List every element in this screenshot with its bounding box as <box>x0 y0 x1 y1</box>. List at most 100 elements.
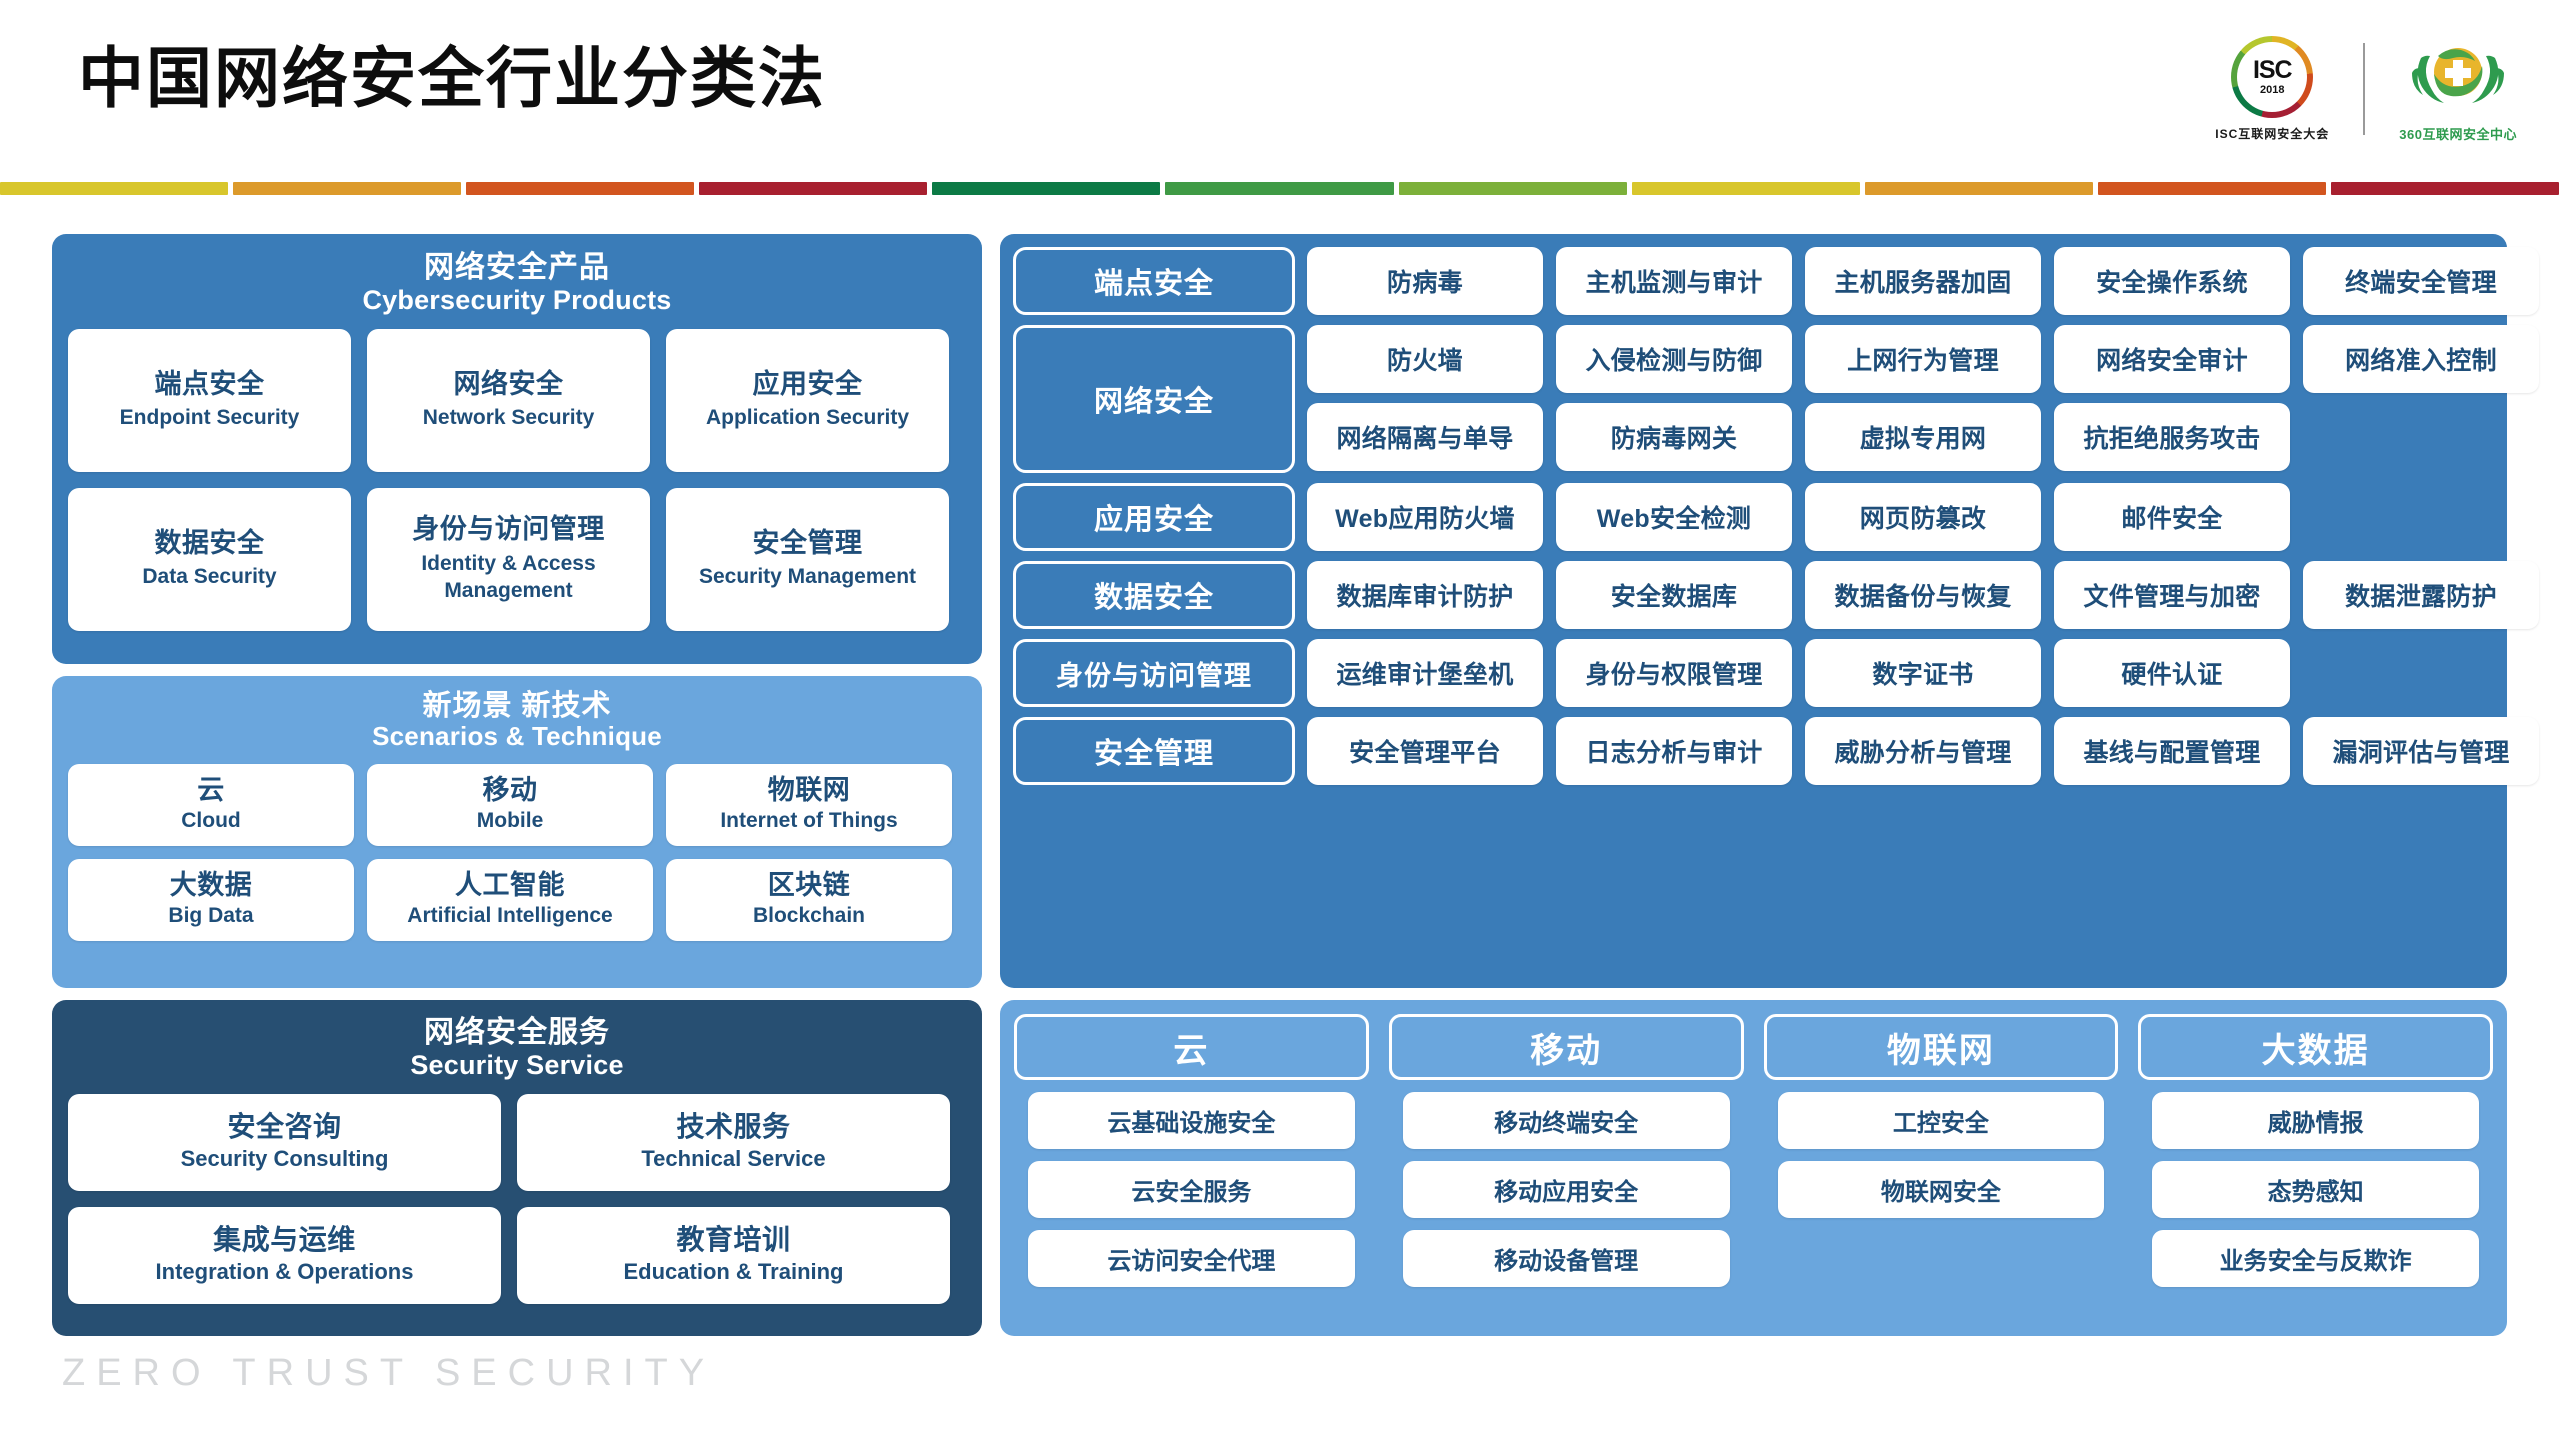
scenario-column-item[interactable]: 态势感知 <box>2152 1161 2479 1218</box>
matrix-item[interactable]: Web应用防火墙 <box>1307 483 1543 551</box>
isc-year: 2018 <box>2260 84 2285 96</box>
matrix-category-label[interactable]: 网络安全 <box>1013 325 1295 473</box>
scenario-column-item[interactable]: 移动设备管理 <box>1402 1230 1730 1287</box>
matrix-row: 数据安全数据库审计防护安全数据库数据备份与恢复文件管理与加密数据泄露防护 <box>1013 561 2539 629</box>
scenario-column-item[interactable]: 移动终端安全 <box>1402 1092 1730 1149</box>
product-matrix-grid: 端点安全防病毒主机监测与审计主机服务器加固安全操作系统终端安全管理网络安全防火墙… <box>1013 247 2539 975</box>
matrix-item[interactable]: 虚拟专用网 <box>1805 403 2041 471</box>
matrix-category-label[interactable]: 身份与访问管理 <box>1013 639 1295 707</box>
matrix-item[interactable]: 硬件认证 <box>2054 639 2290 707</box>
scenario-column-item[interactable]: 云安全服务 <box>1028 1161 1355 1218</box>
panel-title-cn: 网络安全产品 <box>424 251 610 284</box>
scenario-column-header[interactable]: 移动 <box>1388 1014 1744 1080</box>
card-label-en: Education & Training <box>623 1258 844 1284</box>
color-segment-5 <box>932 182 1161 195</box>
matrix-category-label[interactable]: 端点安全 <box>1013 247 1295 315</box>
scenario-column-item[interactable]: 业务安全与反欺诈 <box>2152 1230 2479 1287</box>
scenario-column-header[interactable]: 大数据 <box>2138 1014 2493 1080</box>
matrix-item[interactable]: 基线与配置管理 <box>2054 717 2290 785</box>
scenario-column-header[interactable]: 云 <box>1014 1014 1369 1080</box>
matrix-item[interactable]: 漏洞评估与管理 <box>2303 717 2539 785</box>
matrix-item[interactable]: 数字证书 <box>1805 639 2041 707</box>
color-segment-2 <box>233 182 462 195</box>
panel-title-products: 网络安全产品 Cybersecurity Products <box>52 234 982 315</box>
panel-scenario-columns: 云云基础设施安全云安全服务云访问安全代理移动移动终端安全移动应用安全移动设备管理… <box>1000 1000 2507 1336</box>
matrix-item[interactable]: 数据库审计防护 <box>1307 561 1543 629</box>
matrix-item[interactable]: 主机服务器加固 <box>1805 247 2041 315</box>
color-segment-8 <box>1631 182 1860 195</box>
scenario-column-item[interactable]: 云基础设施安全 <box>1028 1092 1355 1149</box>
scenario-column-item[interactable]: 威胁情报 <box>2152 1092 2479 1149</box>
panel-title-scenarios: 新场景 新技术 Scenarios & Technique <box>52 676 982 752</box>
scenario-column-item[interactable]: 物联网安全 <box>1777 1161 2105 1218</box>
scenario-column: 移动移动终端安全移动应用安全移动设备管理 <box>1388 1014 1744 1322</box>
matrix-item[interactable]: 威胁分析与管理 <box>1805 717 2041 785</box>
matrix-item[interactable]: 网络隔离与单导 <box>1307 403 1543 471</box>
matrix-item[interactable]: 防病毒网关 <box>1556 403 1792 471</box>
matrix-item[interactable]: 运维审计堡垒机 <box>1307 639 1543 707</box>
card-label-en: Artificial Intelligence <box>407 904 613 928</box>
matrix-item[interactable]: 身份与权限管理 <box>1556 639 1792 707</box>
scenario-column-item[interactable]: 云访问安全代理 <box>1028 1230 1355 1287</box>
matrix-item[interactable]: 上网行为管理 <box>1805 325 2041 393</box>
card-label-en: Big Data <box>168 904 254 928</box>
matrix-item[interactable]: 入侵检测与防御 <box>1556 325 1792 393</box>
matrix-item[interactable]: Web安全检测 <box>1556 483 1792 551</box>
matrix-item[interactable]: 邮件安全 <box>2054 483 2290 551</box>
matrix-item[interactable]: 数据泄露防护 <box>2303 561 2539 629</box>
matrix-item[interactable]: 日志分析与审计 <box>1556 717 1792 785</box>
matrix-item[interactable]: 网页防篡改 <box>1805 483 2041 551</box>
scenario-column-item[interactable]: 移动应用安全 <box>1402 1161 1730 1218</box>
matrix-item[interactable]: 防病毒 <box>1307 247 1543 315</box>
scenario-column: 大数据威胁情报态势感知业务安全与反欺诈 <box>2138 1014 2493 1322</box>
matrix-item[interactable]: 安全管理平台 <box>1307 717 1543 785</box>
matrix-item[interactable]: 主机监测与审计 <box>1556 247 1792 315</box>
watermark-text: ZERO TRUST SECURITY <box>62 1352 716 1394</box>
matrix-item[interactable]: 文件管理与加密 <box>2054 561 2290 629</box>
card-label-en: Security Consulting <box>180 1145 389 1171</box>
scenario-columns-grid: 云云基础设施安全云安全服务云访问安全代理移动移动终端安全移动应用安全移动设备管理… <box>1014 1014 2493 1322</box>
matrix-item[interactable]: 网络准入控制 <box>2303 325 2539 393</box>
matrix-item[interactable]: 数据备份与恢复 <box>1805 561 2041 629</box>
matrix-item[interactable]: 抗拒绝服务攻击 <box>2054 403 2290 471</box>
matrix-item[interactable]: 终端安全管理 <box>2303 247 2539 315</box>
scenario-column: 物联网工控安全物联网安全 <box>1763 1014 2119 1322</box>
card-label-cn: 身份与访问管理 <box>412 514 605 545</box>
card-label-cn: 移动 <box>482 774 538 805</box>
color-segment-7 <box>1398 182 1627 195</box>
scenario-column-header[interactable]: 物联网 <box>1763 1014 2119 1080</box>
scenario-column-item[interactable]: 工控安全 <box>1777 1092 2105 1149</box>
matrix-category-label[interactable]: 数据安全 <box>1013 561 1295 629</box>
isc-wordmark: ISC <box>2252 56 2293 84</box>
matrix-item[interactable]: 安全数据库 <box>1556 561 1792 629</box>
matrix-category-label[interactable]: 安全管理 <box>1013 717 1295 785</box>
scenario-category-card[interactable]: 物联网 Internet of Things <box>666 763 952 846</box>
matrix-item[interactable]: 安全操作系统 <box>2054 247 2290 315</box>
matrix-item[interactable]: 防火墙 <box>1307 325 1543 393</box>
card-label-cn: 端点安全 <box>154 369 265 400</box>
matrix-row: 安全管理安全管理平台日志分析与审计威胁分析与管理基线与配置管理漏洞评估与管理 <box>1013 717 2539 785</box>
matrix-item[interactable]: 网络安全审计 <box>2054 325 2290 393</box>
matrix-category-label[interactable]: 应用安全 <box>1013 483 1295 551</box>
card-label-cn: 物联网 <box>767 774 851 805</box>
matrix-item-line: 防火墙入侵检测与防御上网行为管理网络安全审计网络准入控制 <box>1307 325 2539 393</box>
g360-logo: 360互联网安全中心 <box>2399 36 2517 143</box>
card-label-en: Internet of Things <box>720 809 898 833</box>
